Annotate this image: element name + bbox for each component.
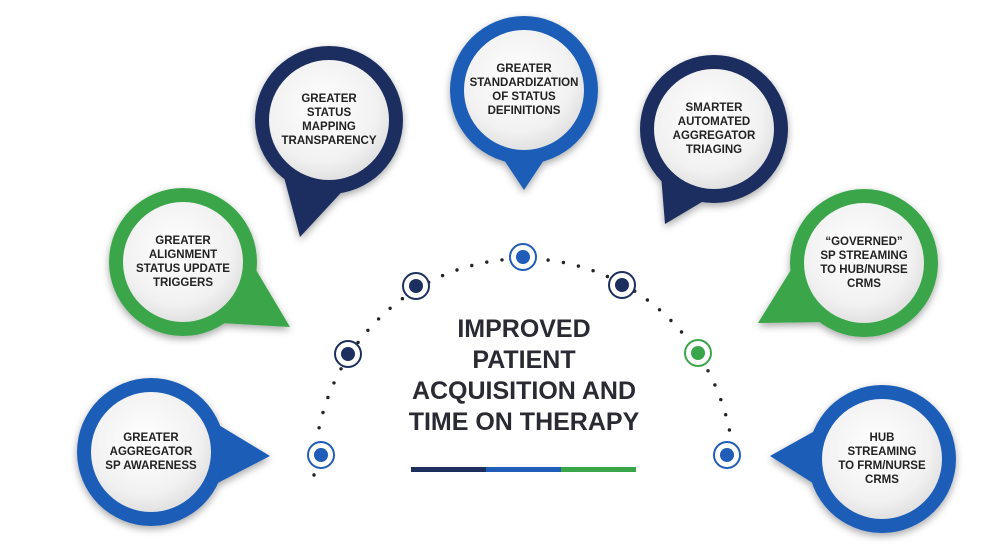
arc-dot [576,264,581,268]
arc-dot [332,381,336,385]
underline-segment [486,467,561,472]
pin-circle [822,399,942,519]
arc-dot [500,258,504,262]
arc-marker [334,340,362,368]
arc-marker [509,243,537,271]
arc-dot [657,308,662,312]
arc-marker [684,339,712,367]
pin-circle [804,203,924,323]
arc-dot [706,369,710,373]
arc-marker [307,441,335,469]
pin-circle [269,60,389,180]
arc-dot [645,298,650,302]
arc-dot [317,426,321,430]
arc-dot [591,269,595,273]
arc-marker [713,441,741,469]
pin-status-definitions [450,16,598,190]
pin-status-update-triggers [109,188,290,336]
arc-dot [376,317,381,321]
underline-segment [411,467,486,472]
arc-dot [326,395,330,400]
arc-marker [402,272,430,300]
pin-aggregator-triaging [640,55,788,224]
arc-dot [312,473,316,477]
arc-dot [713,383,717,387]
arc-dot [321,410,325,415]
center-title: IMPROVED PATIENT ACQUISITION AND TIME ON… [408,315,640,436]
arc-dot [400,297,405,301]
arc-dot [485,260,489,264]
pin-circle [464,30,584,150]
pin-circle [123,202,243,322]
arc-dot [470,263,474,268]
arc-dot [339,367,343,371]
arc-dot [455,268,459,272]
pin-governed-streaming [758,189,938,337]
arc-dot [669,318,673,323]
arc-dot [727,428,732,432]
pin-circle [91,392,211,512]
arc-dot [561,260,566,265]
arc-dot [679,330,684,334]
arc-dot [366,328,370,332]
arc-dot [605,274,610,279]
arc-dot [440,273,445,278]
arc-dot [356,340,360,345]
arc-markers [307,243,741,469]
pin-hub-streaming [770,385,956,533]
arc-dot [719,397,723,402]
arc-marker [608,271,636,299]
benefit-pins [77,16,956,533]
underline-segment [561,467,636,472]
pin-circle [654,69,774,189]
pin-status-mapping [255,46,403,237]
arc-dot [724,413,728,417]
arc-dot [388,306,392,310]
arc-dot [546,258,550,262]
pin-sp-awareness [77,378,270,526]
